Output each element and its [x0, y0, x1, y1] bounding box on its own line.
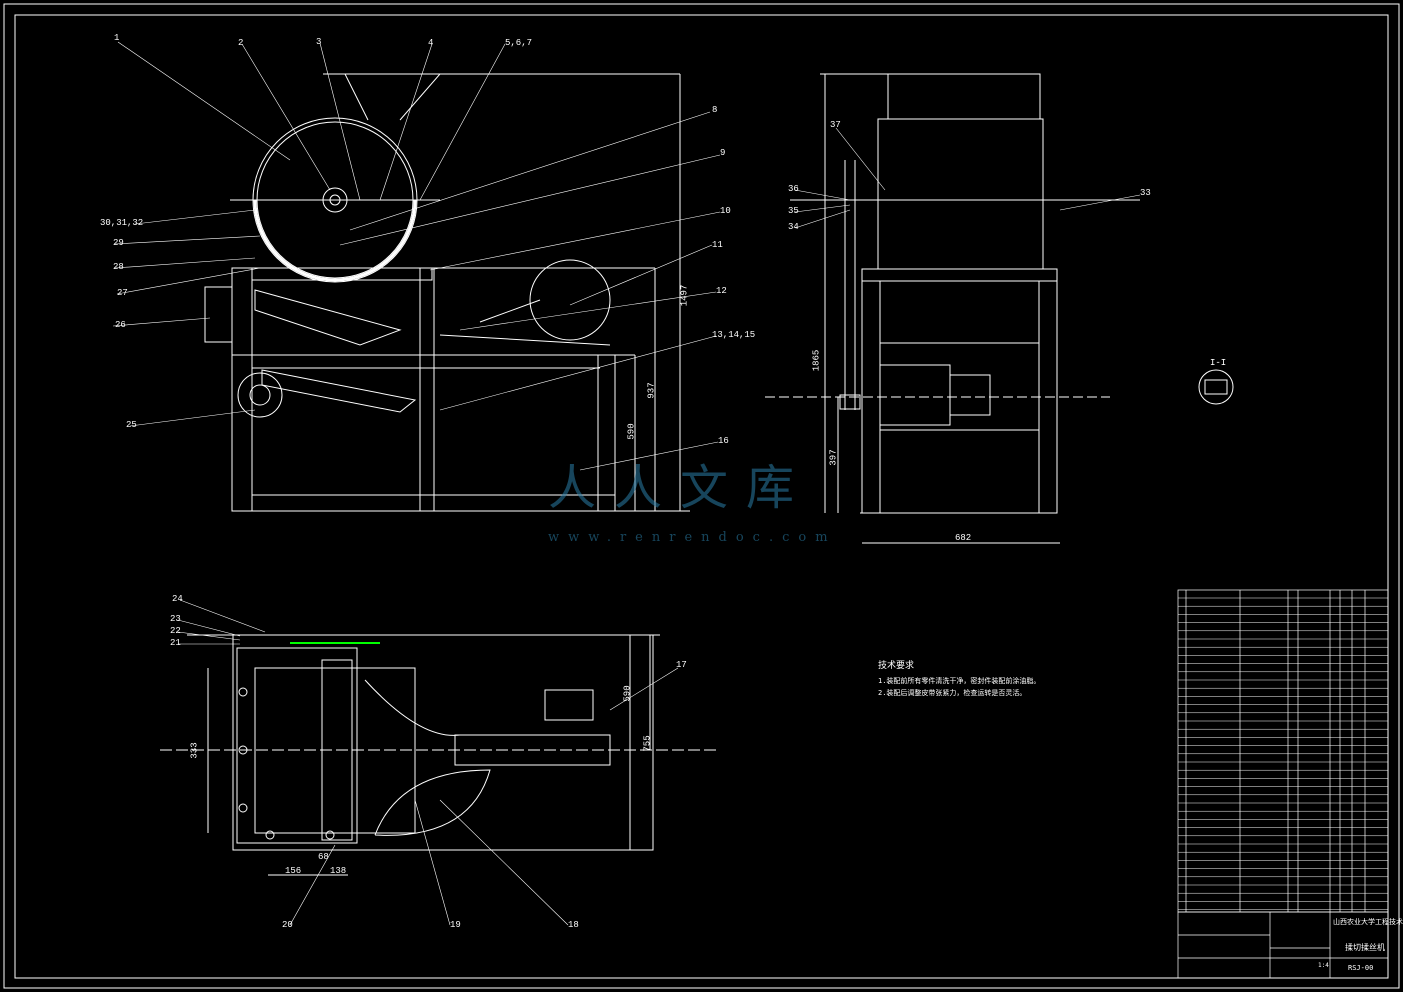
dim-top-w1: 156: [285, 866, 302, 876]
section-detail: [1198, 369, 1234, 405]
inner-border: [14, 14, 1389, 979]
balloon-11: 11: [712, 240, 723, 250]
title-block-drawing-no: RSJ-00: [1348, 964, 1374, 972]
outer-border: [3, 3, 1400, 989]
dim-top-w2: 138: [330, 866, 347, 876]
balloon-20: 20: [282, 920, 293, 930]
dim-side-h2: 397: [828, 449, 839, 466]
balloon-29: 29: [113, 238, 124, 248]
title-block-drawing-name: 揉切揉丝机: [1345, 943, 1385, 952]
balloon-13-14-15: 13,14,15: [712, 330, 756, 340]
dim-side-height: 1865: [811, 349, 822, 372]
balloon-35: 35: [788, 206, 799, 216]
balloon-23: 23: [170, 614, 181, 624]
balloon-12: 12: [716, 286, 727, 296]
balloon-10: 10: [720, 206, 731, 216]
front-view: [204, 73, 690, 512]
balloon-37: 37: [830, 120, 841, 130]
tech-requirement-2: 2.装配后调整皮带张紧力，检查运转是否灵活。: [878, 689, 1027, 697]
section-label: I-I: [1210, 358, 1227, 368]
dim-front-height: 1497: [679, 284, 690, 307]
side-view: [765, 73, 1140, 544]
parts-list-grid: [1177, 589, 1389, 913]
dim-front-h2: 937: [646, 382, 657, 399]
balloon-28: 28: [113, 262, 124, 272]
balloon-25: 25: [126, 420, 137, 430]
balloon-21: 21: [170, 638, 181, 648]
balloon-26: 26: [115, 320, 126, 330]
watermark-url: www.renrendoc.com: [548, 530, 837, 545]
dim-top-w3: 68: [318, 852, 329, 862]
balloon-22: 22: [170, 626, 181, 636]
title-block-scale: 1:4: [1318, 962, 1329, 969]
balloon-3: 3: [316, 37, 322, 47]
tech-requirements-title: 技术要求: [878, 661, 915, 671]
balloon-9: 9: [720, 148, 726, 158]
front-leaders: [112, 41, 721, 471]
balloon-4: 4: [428, 38, 434, 48]
balloon-30-31-32: 30,31,32: [100, 218, 144, 228]
title-block: [1177, 911, 1389, 979]
top-view: [160, 634, 720, 876]
balloon-5-6-7: 5,6,7: [505, 38, 533, 48]
balloon-2: 2: [238, 38, 244, 48]
balloon-17: 17: [676, 660, 687, 670]
balloon-8: 8: [712, 105, 718, 115]
dim-front-h3: 590: [626, 423, 637, 440]
top-leaders: [177, 599, 679, 926]
balloon-19: 19: [450, 920, 461, 930]
side-leaders: [794, 127, 1141, 229]
balloon-18: 18: [568, 920, 579, 930]
balloon-33: 33: [1140, 188, 1151, 198]
balloon-16: 16: [718, 436, 729, 446]
watermark-logo: 人人文库: [548, 460, 813, 516]
title-block-school: 山西农业大学工程技术学院: [1333, 918, 1403, 926]
dim-top-h2: 755: [642, 735, 653, 752]
balloon-27: 27: [117, 288, 128, 298]
balloon-1: 1: [114, 33, 120, 43]
dim-top-h1: 590: [622, 685, 633, 702]
balloon-36: 36: [788, 184, 799, 194]
tech-requirement-1: 1.装配前所有零件清洗干净，密封件装配前涂油脂。: [878, 677, 1041, 685]
parts-list-rows: [1178, 597, 1388, 910]
dim-top-v: 333: [189, 742, 200, 759]
dim-side-width: 682: [955, 533, 972, 543]
balloon-24: 24: [172, 594, 183, 604]
balloon-34: 34: [788, 222, 799, 232]
